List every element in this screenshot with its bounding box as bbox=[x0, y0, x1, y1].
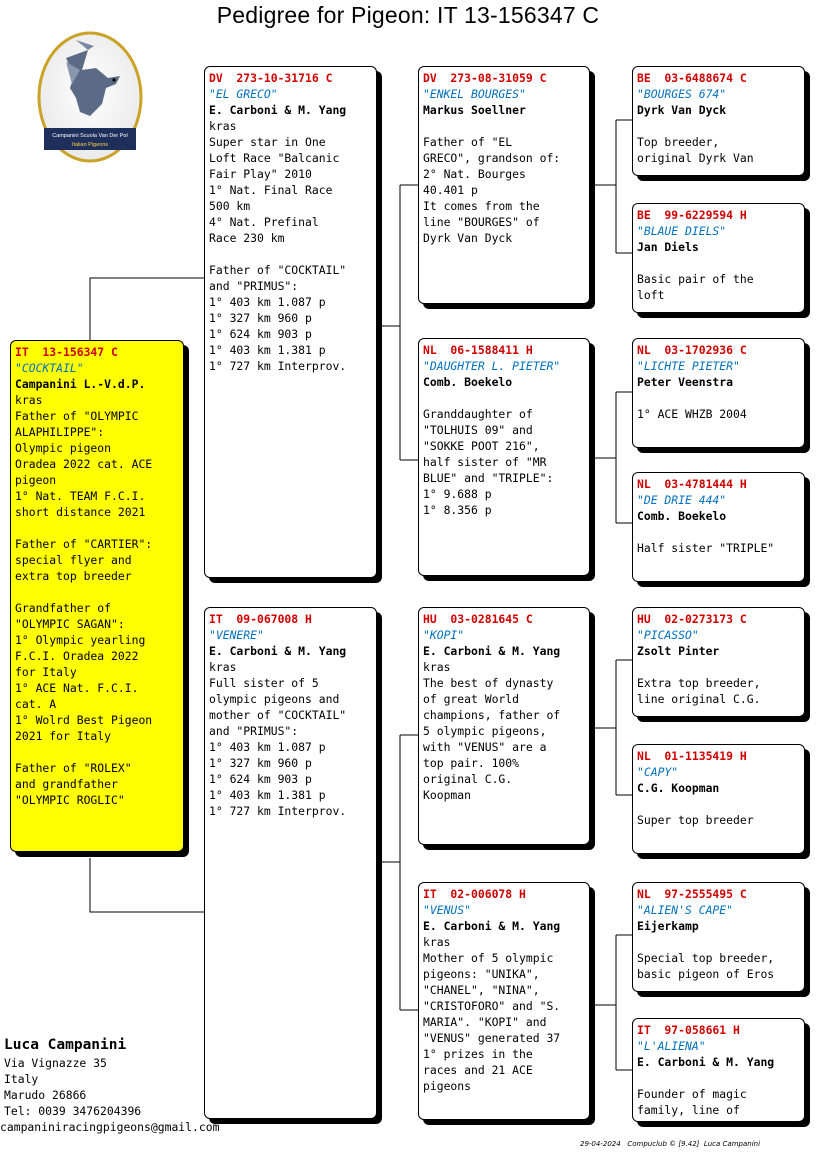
pigeon-owner: E. Carboni & M. Yang bbox=[209, 103, 347, 117]
pigeon-name: "KOPI" bbox=[423, 628, 465, 642]
breeder-street: Via Vignazze 35 bbox=[4, 1056, 107, 1070]
pigeon-owner: Campanini L.-V.d.P. bbox=[15, 377, 146, 391]
ring-number: NL 06-1588411 H bbox=[423, 343, 533, 357]
pigeon-description: Top breeder, original Dyrk Van bbox=[637, 135, 754, 165]
pigeon-name: "DE DRIE 444" bbox=[637, 493, 727, 507]
pigeon-card-dam-sire: HU 03-0281645 C "KOPI" E. Carboni & M. Y… bbox=[418, 607, 590, 845]
pigeon-card-dam: IT 09-067008 H "VENERE" E. Carboni & M. … bbox=[204, 607, 377, 1119]
ring-number: NL 03-4781444 H bbox=[637, 477, 747, 491]
ring-number: BE 99-6229594 H bbox=[637, 208, 747, 222]
svg-text:Campanini Scuola Van Der Pol: Campanini Scuola Van Der Pol bbox=[52, 133, 127, 139]
breeder-phone: Tel: 0039 3476204396 bbox=[4, 1104, 142, 1118]
pigeon-card-sire-sire: DV 273-08-31059 C "ENKEL BOURGES" Markus… bbox=[418, 66, 590, 304]
pigeon-card-dss: HU 02-0273173 C "PICASSO" Zsolt Pinter E… bbox=[632, 607, 805, 717]
ring-number: IT 13-156347 C bbox=[15, 345, 118, 359]
breeder-country: Italy bbox=[4, 1072, 39, 1086]
pigeon-card-sdd: NL 03-4781444 H "DE DRIE 444" Comb. Boek… bbox=[632, 472, 805, 582]
pigeon-name: "VENERE" bbox=[209, 628, 264, 642]
ring-number: NL 97-2555495 C bbox=[637, 887, 747, 901]
breeder-email: campaniniracingpigeons@gmail.com bbox=[0, 1120, 220, 1134]
pigeon-name: "L'ALIENA" bbox=[637, 1039, 706, 1053]
pigeon-description: Extra top breeder, line original C.G. bbox=[637, 676, 761, 706]
pigeon-owner: Jan Diels bbox=[637, 240, 699, 254]
pigeon-icon bbox=[66, 40, 120, 116]
pigeon-description: 1° ACE WHZB 2004 bbox=[637, 407, 747, 421]
pigeon-card-main: IT 13-156347 C "COCKTAIL" Campanini L.-V… bbox=[10, 340, 184, 852]
ring-number: NL 03-1702936 C bbox=[637, 343, 747, 357]
pigeon-owner: Comb. Boekelo bbox=[423, 375, 513, 389]
pigeon-card-dds: NL 97-2555495 C "ALIEN'S CAPE" Eijerkamp… bbox=[632, 882, 805, 992]
pigeon-card-sds: NL 03-1702936 C "LICHTE PIETER" Peter Ve… bbox=[632, 338, 805, 448]
pigeon-owner: Peter Veenstra bbox=[637, 375, 734, 389]
pigeon-name: "EL GRECO" bbox=[209, 87, 278, 101]
logo: Campanini Scuola Van Der Pol Italian Pig… bbox=[37, 31, 143, 163]
pigeon-owner: E. Carboni & M. Yang bbox=[637, 1055, 775, 1069]
pigeon-description: Father of "EL GRECO", grandson of: 2° Na… bbox=[423, 135, 561, 245]
pigeon-card-dsd: NL 01-1135419 H "CAPY" C.G. Koopman Supe… bbox=[632, 744, 805, 854]
pigeon-owner: Eijerkamp bbox=[637, 919, 699, 933]
ring-number: BE 03-6488674 C bbox=[637, 71, 747, 85]
pigeon-description: kras Full sister of 5 olympic pigeons an… bbox=[209, 660, 347, 818]
pigeon-card-dam-dam: IT 02-006078 H "VENUS" E. Carboni & M. Y… bbox=[418, 882, 590, 1120]
pigeon-description: Founder of magic family, line of bbox=[637, 1087, 747, 1117]
pigeon-card-ssd: BE 99-6229594 H "BLAUE DIELS" Jan Diels … bbox=[632, 203, 805, 313]
breeder-info: Luca Campanini Via Vignazze 35 Italy Mar… bbox=[0, 1035, 219, 1135]
pigeon-description: Granddaughter of "TOLHUIS 09" and "SOKKE… bbox=[423, 407, 554, 517]
pigeon-name: "DAUGHTER L. PIETER" bbox=[423, 359, 561, 373]
pigeon-name: "BLAUE DIELS" bbox=[637, 224, 727, 238]
ring-number: IT 02-006078 H bbox=[423, 887, 526, 901]
pigeon-description: Half sister "TRIPLE" bbox=[637, 541, 775, 555]
pigeon-description: kras Super star in One Loft Race "Balcan… bbox=[209, 119, 347, 373]
pigeon-name: "BOURGES 674" bbox=[637, 87, 727, 101]
ring-number: DV 273-08-31059 C bbox=[423, 71, 547, 85]
pigeon-owner: C.G. Koopman bbox=[637, 781, 720, 795]
pigeon-card-ddd: IT 97-058661 H "L'ALIENA" E. Carboni & M… bbox=[632, 1018, 805, 1122]
pigeon-description: kras Father of "OLYMPIC ALAPHILIPPE": Ol… bbox=[15, 393, 153, 807]
pigeon-description: Basic pair of the loft bbox=[637, 272, 754, 302]
pigeon-name: "ALIEN'S CAPE" bbox=[637, 903, 734, 917]
pigeon-owner: E. Carboni & M. Yang bbox=[423, 919, 561, 933]
ring-number: HU 03-0281645 C bbox=[423, 612, 533, 626]
pigeon-name: "VENUS" bbox=[423, 903, 472, 917]
pigeon-owner: Markus Soellner bbox=[423, 103, 526, 117]
pigeon-description: kras The best of dynasty of great World … bbox=[423, 660, 561, 802]
pigeon-owner: Comb. Boekelo bbox=[637, 509, 727, 523]
pigeon-name: "LICHTE PIETER" bbox=[637, 359, 740, 373]
breeder-name: Luca Campanini bbox=[4, 1037, 127, 1053]
pigeon-owner: Dyrk Van Dyck bbox=[637, 103, 727, 117]
pigeon-owner: E. Carboni & M. Yang bbox=[423, 644, 561, 658]
ring-number: IT 09-067008 H bbox=[209, 612, 312, 626]
ring-number: NL 01-1135419 H bbox=[637, 749, 747, 763]
pigeon-description: kras Mother of 5 olympic pigeons: "UNIKA… bbox=[423, 935, 561, 1093]
ring-number: HU 02-0273173 C bbox=[637, 612, 747, 626]
pigeon-description: Special top breeder, basic pigeon of Ero… bbox=[637, 951, 775, 981]
svg-text:Italian Pigeons: Italian Pigeons bbox=[72, 142, 108, 148]
pigeon-card-sire-dam: NL 06-1588411 H "DAUGHTER L. PIETER" Com… bbox=[418, 338, 590, 576]
pigeon-owner: E. Carboni & M. Yang bbox=[209, 644, 347, 658]
page-title: Pedigree for Pigeon: IT 13-156347 C bbox=[216, 2, 600, 28]
pigeon-owner: Zsolt Pinter bbox=[637, 644, 720, 658]
pigeon-card-sire: DV 273-10-31716 C "EL GRECO" E. Carboni … bbox=[204, 66, 377, 578]
footer-credit: 29-04-2024 Compuclub © [9.42] Luca Campa… bbox=[580, 1140, 761, 1148]
pigeon-name: "COCKTAIL" bbox=[15, 361, 84, 375]
ring-number: DV 273-10-31716 C bbox=[209, 71, 333, 85]
pigeon-name: "ENKEL BOURGES" bbox=[423, 87, 526, 101]
pigeon-name: "CAPY" bbox=[637, 765, 679, 779]
ring-number: IT 97-058661 H bbox=[637, 1023, 740, 1037]
pigeon-name: "PICASSO" bbox=[637, 628, 699, 642]
breeder-city: Marudo 26866 bbox=[4, 1088, 87, 1102]
pigeon-card-sss: BE 03-6488674 C "BOURGES 674" Dyrk Van D… bbox=[632, 66, 805, 176]
pigeon-description: Super top breeder bbox=[637, 813, 754, 827]
